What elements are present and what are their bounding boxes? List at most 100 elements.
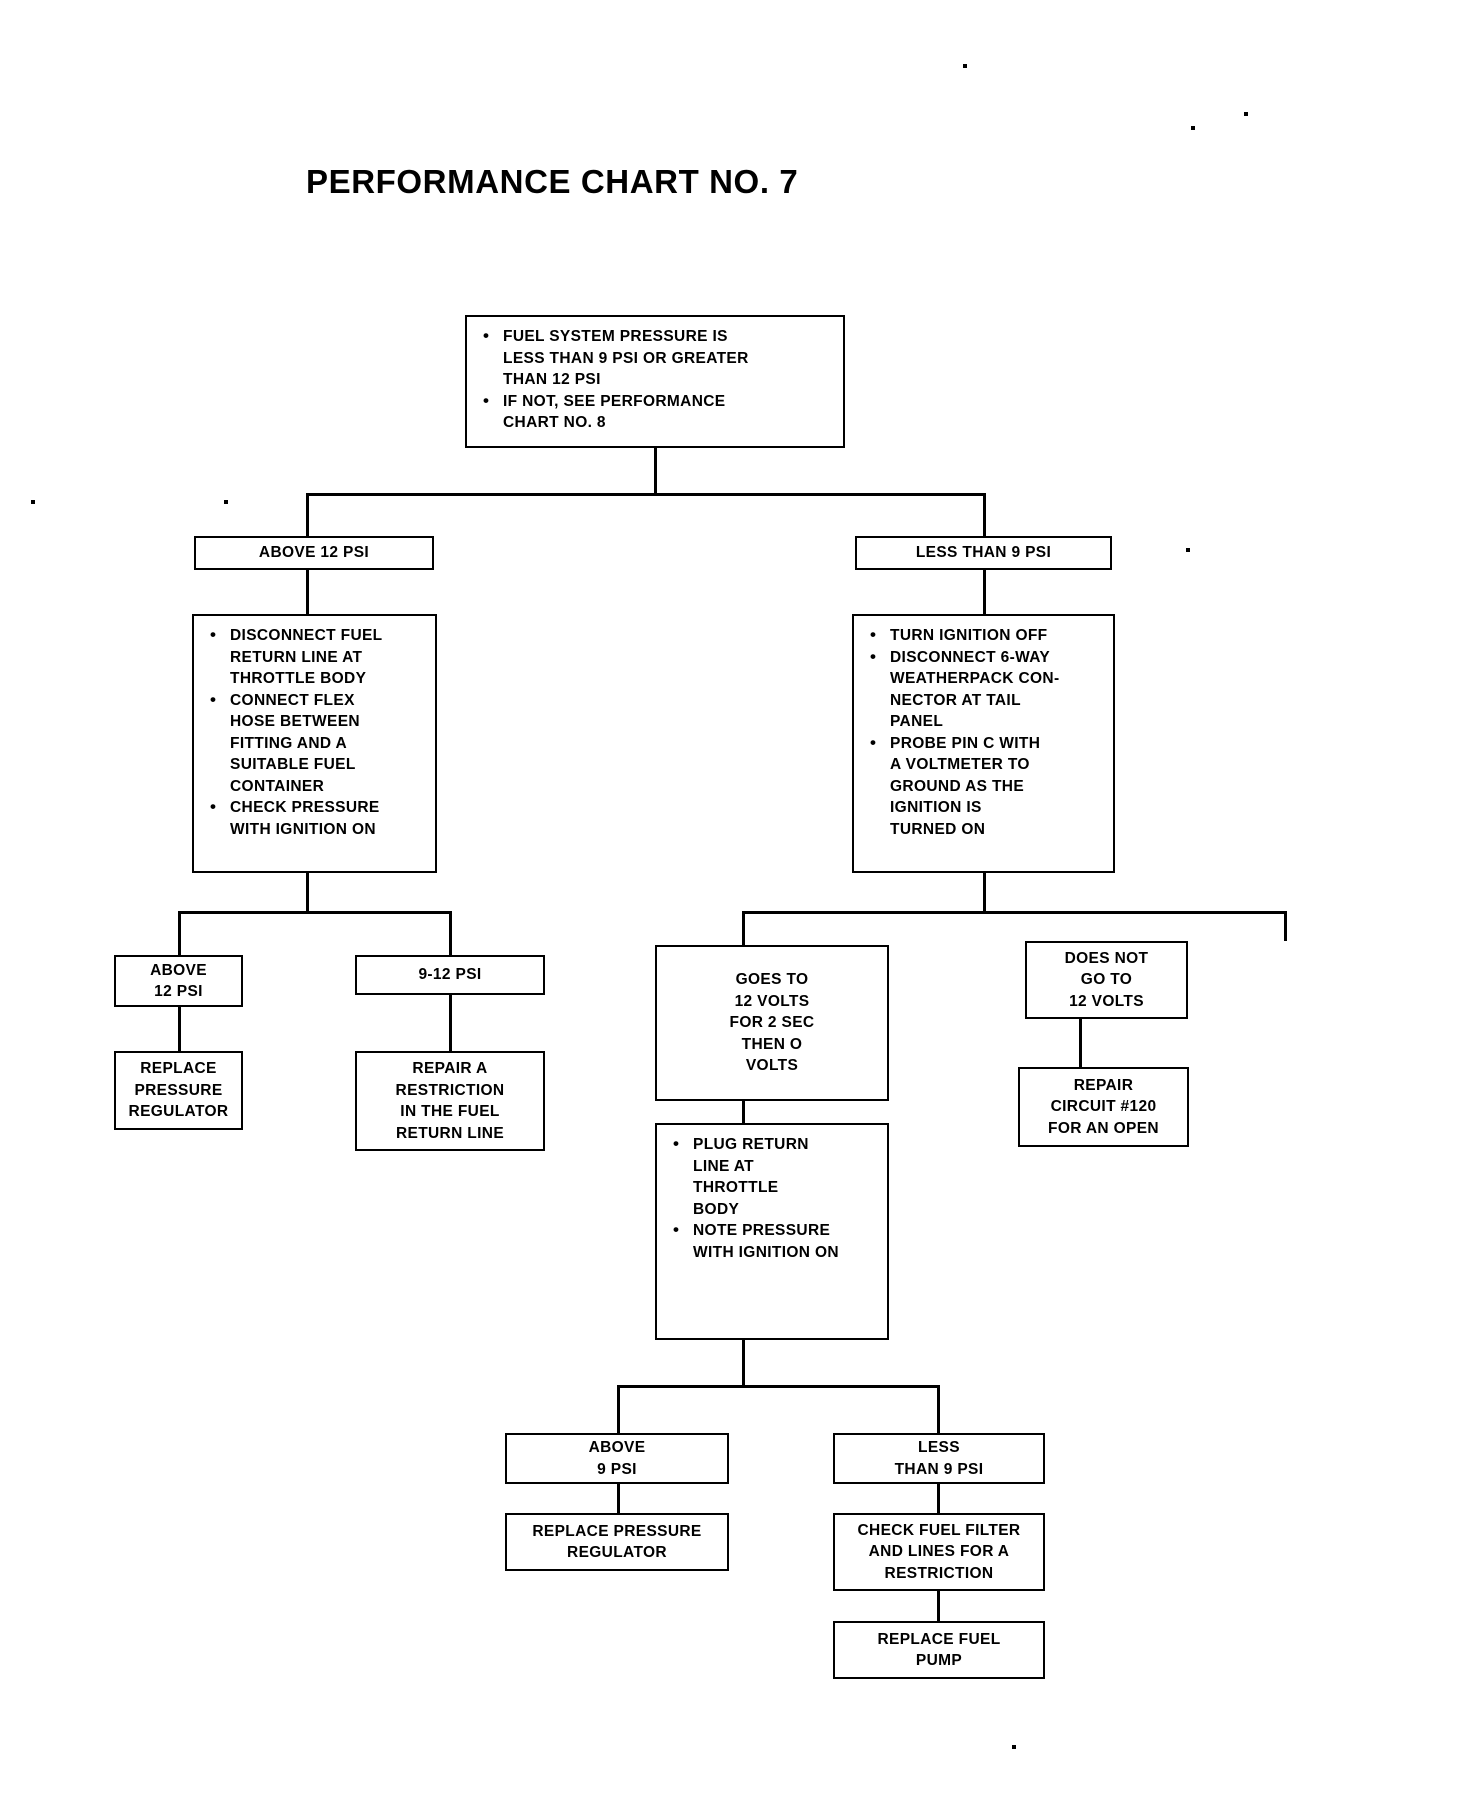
connector-resabove9-to-action xyxy=(617,1484,620,1513)
bullet-line: NECTOR AT TAIL xyxy=(890,691,1021,709)
scan-speck xyxy=(1191,126,1195,130)
node-line: ABOVE 12 PSI xyxy=(258,544,370,562)
node-line: RESTRICTION xyxy=(395,1081,505,1099)
connector-goes12v-to-midproc xyxy=(742,1101,745,1123)
bullet-line: THROTTLE xyxy=(693,1179,779,1196)
bullet-line: THROTTLE BODY xyxy=(230,670,367,687)
node-line: REGULATOR xyxy=(567,1544,667,1561)
bullet-line: THAN 12 PSI xyxy=(503,371,601,388)
page-title: PERFORMANCE CHART NO. 7 xyxy=(306,163,799,200)
node-line: PUMP xyxy=(915,1652,963,1669)
node-action-replace-pressure-regulator-1[interactable]: REPLACE PRESSURE REGULATOR xyxy=(114,1051,243,1130)
connector-checkfilter-to-replpump xyxy=(937,1591,940,1621)
node-left-procedure[interactable]: DISCONNECT FUEL RETURN LINE AT THROTTLE … xyxy=(192,614,437,873)
bullet-line: BODY xyxy=(693,1200,740,1218)
node-action-repair-circuit-120[interactable]: REPAIR CIRCUIT #120 FOR AN OPEN xyxy=(1018,1067,1189,1147)
bullet-line: CHART NO. 8 xyxy=(503,414,606,431)
bullet-item: PLUG RETURN LINE AT THROTTLE BODY xyxy=(671,1133,881,1220)
connector-level1-bus xyxy=(306,493,986,496)
bullet-line: CONNECT FLEX xyxy=(230,691,355,709)
connector-res9to12-to-action xyxy=(449,995,452,1051)
node-line: RETURN LINE xyxy=(395,1124,505,1142)
connector-bottom-bus xyxy=(617,1385,940,1388)
node-line: REPAIR xyxy=(1073,1076,1134,1094)
bullet-item: IF NOT, SEE PERFORMANCE CHART NO. 8 xyxy=(481,390,837,434)
connector-to-res-above12 xyxy=(178,911,181,955)
connector-start-down xyxy=(654,448,657,494)
bullet-line: WITH IGNITION ON xyxy=(693,1243,839,1261)
node-result-above-9-psi[interactable]: ABOVE 9 PSI xyxy=(505,1433,729,1484)
bullet-line: CHECK PRESSURE xyxy=(230,799,380,816)
node-start-condition[interactable]: FUEL SYSTEM PRESSURE IS LESS THAN 9 PSI … xyxy=(465,315,845,448)
bullet-line: DISCONNECT FUEL xyxy=(230,627,383,644)
node-line: FOR AN OPEN xyxy=(1048,1119,1159,1137)
node-action-check-fuel-filter[interactable]: CHECK FUEL FILTER AND LINES FOR A RESTRI… xyxy=(833,1513,1045,1591)
node-line: THAN 9 PSI xyxy=(894,1460,984,1478)
bullet-line: PLUG RETURN xyxy=(693,1136,809,1153)
bullet-line: A VOLTMETER TO xyxy=(890,756,1030,773)
node-line: 12 VOLTS xyxy=(734,992,810,1010)
connector-to-res-less9b xyxy=(937,1385,940,1433)
node-line: REPLACE FUEL xyxy=(877,1630,1001,1648)
bullet-line: DISCONNECT 6-WAY xyxy=(890,648,1051,666)
connector-to-res-goes12v xyxy=(742,911,745,945)
node-line: CHECK FUEL FILTER xyxy=(857,1521,1021,1539)
connector-resno12v-to-action xyxy=(1079,1019,1082,1067)
bullet-item: CHECK PRESSURE WITH IGNITION ON xyxy=(208,796,429,840)
node-action-replace-fuel-pump[interactable]: REPLACE FUEL PUMP xyxy=(833,1621,1045,1679)
node-line: REPLACE xyxy=(140,1060,217,1078)
bullet-item: CONNECT FLEX HOSE BETWEEN FITTING AND A … xyxy=(208,689,429,798)
node-line: CIRCUIT #120 xyxy=(1050,1098,1157,1116)
node-line: GO TO xyxy=(1080,971,1133,989)
bullet-line: NOTE PRESSURE xyxy=(693,1222,831,1239)
node-line: LESS THAN 9 PSI xyxy=(915,544,1052,562)
node-line: RESTRICTION xyxy=(884,1564,994,1582)
node-line: 9-12 PSI xyxy=(418,966,482,984)
scan-speck xyxy=(224,500,228,504)
node-line: DOES NOT xyxy=(1064,949,1149,967)
scan-speck xyxy=(31,500,35,504)
node-line: REPLACE PRESSURE xyxy=(532,1522,702,1540)
connector-right-bus xyxy=(742,911,1287,914)
node-action-replace-pressure-regulator-2[interactable]: REPLACE PRESSURE REGULATOR xyxy=(505,1513,729,1571)
node-result-above-12-psi[interactable]: ABOVE 12 PSI xyxy=(114,955,243,1007)
node-line: REGULATOR xyxy=(128,1103,229,1121)
node-line: 9 PSI xyxy=(597,1460,637,1478)
scan-speck xyxy=(1244,112,1248,116)
bullet-line: GROUND AS THE xyxy=(890,777,1025,795)
node-line: 12 PSI xyxy=(154,983,203,1000)
bullet-line: FUEL SYSTEM PRESSURE IS xyxy=(503,328,728,345)
connector-left-bus xyxy=(178,911,452,914)
node-result-does-not-go-to-12-volts[interactable]: DOES NOT GO TO 12 VOLTS xyxy=(1025,941,1188,1019)
node-line: VOLTS xyxy=(745,1057,799,1075)
node-less-than-9-psi-label[interactable]: LESS THAN 9 PSI xyxy=(855,536,1112,570)
scan-speck xyxy=(1012,1745,1016,1749)
bullet-line: LINE AT xyxy=(693,1157,754,1175)
node-line: 12 VOLTS xyxy=(1069,992,1144,1010)
connector-to-less9 xyxy=(983,493,986,536)
node-line: GOES TO xyxy=(735,971,809,989)
scan-speck xyxy=(963,64,967,68)
connector-rightproc-down xyxy=(983,873,986,913)
bullet-line: TURN IGNITION OFF xyxy=(890,627,1048,644)
bullet-line: PANEL xyxy=(890,713,944,730)
node-line: LESS xyxy=(918,1439,960,1456)
node-result-9-to-12-psi[interactable]: 9-12 PSI xyxy=(355,955,545,995)
connector-midproc-down xyxy=(742,1340,745,1387)
bullet-line: FITTING AND A xyxy=(230,734,348,752)
bullet-line: RETURN LINE AT xyxy=(230,648,363,666)
node-line: AND LINES FOR A xyxy=(868,1543,1010,1561)
node-line: ABOVE xyxy=(150,961,207,979)
node-mid-procedure[interactable]: PLUG RETURN LINE AT THROTTLE BODY NOTE P… xyxy=(655,1123,889,1340)
bullet-item: DISCONNECT FUEL RETURN LINE AT THROTTLE … xyxy=(208,624,429,690)
node-result-less-than-9-psi-bottom[interactable]: LESS THAN 9 PSI xyxy=(833,1433,1045,1484)
node-line: FOR 2 SEC xyxy=(729,1014,815,1032)
connector-to-res-9to12 xyxy=(449,911,452,955)
node-action-repair-restriction[interactable]: REPAIR A RESTRICTION IN THE FUEL RETURN … xyxy=(355,1051,545,1151)
node-above-12-psi-label[interactable]: ABOVE 12 PSI xyxy=(194,536,434,570)
node-right-procedure[interactable]: TURN IGNITION OFF DISCONNECT 6-WAY WEATH… xyxy=(852,614,1115,873)
bullet-item: DISCONNECT 6-WAY WEATHERPACK CON- NECTOR… xyxy=(868,646,1107,733)
node-result-goes-to-12-volts[interactable]: GOES TO 12 VOLTS FOR 2 SEC THEN O VOLTS xyxy=(655,945,889,1101)
node-line: ABOVE xyxy=(588,1439,646,1456)
